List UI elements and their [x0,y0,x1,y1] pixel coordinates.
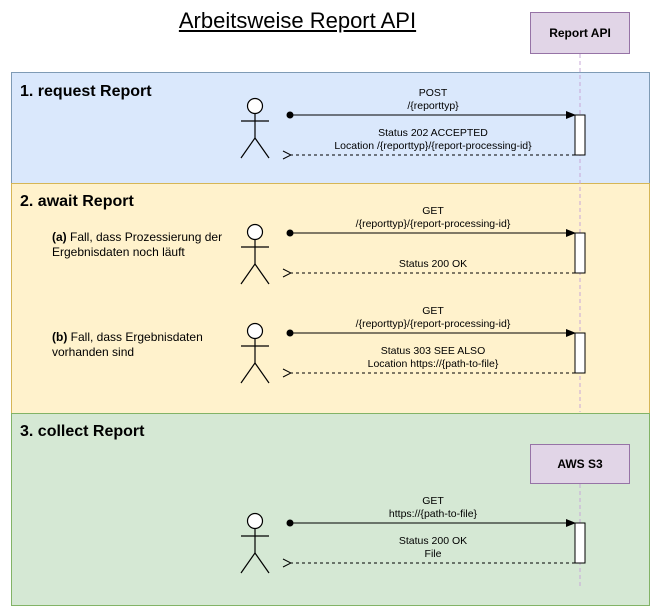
section-title-collect: 3. collect Report [20,423,145,440]
participant-report-api: Report API [530,12,630,54]
message-label-request-3: GET https://{path-to-file} [290,495,576,521]
message-label-request-1: POST /{reporttyp} [290,87,576,113]
actor-icon-4 [240,512,270,574]
response-3-line2: File [424,548,442,560]
note-case-a: (a) Fall, dass Prozessierung der Ergebni… [52,230,222,260]
participant-aws-s3-label: AWS S3 [557,457,603,471]
case-a-text-line2: Ergebnisdaten noch läuft [52,245,185,259]
actor-icon-2 [240,223,270,285]
actor-icon-3 [240,322,270,384]
message-label-request-2b: GET /{reporttyp}/{report-processing-id} [290,305,576,331]
request-arrow-3 [286,329,576,337]
activation-bar-3 [574,332,586,374]
participant-aws-s3: AWS S3 [530,444,630,484]
activation-bar-2 [574,232,586,274]
message-label-response-1: Status 202 ACCEPTED Location /{reporttyp… [290,127,576,153]
note-case-b: (b) Fall, dass Ergebnisdaten vorhanden s… [52,330,203,360]
request-3-line2: https://{path-to-file} [388,508,478,520]
message-label-response-2a: Status 200 OK [290,258,576,271]
response-3-line1: Status 200 OK [398,535,468,547]
request-3-line1: GET [422,495,444,507]
page-title: Arbeitsweise Report API [178,8,417,33]
case-b-text-line1: Fall, dass Ergebnisdaten [67,330,203,344]
section-request-report: 1. request Report [11,72,650,184]
request-arrow-4 [286,519,576,527]
case-b-marker: (b) [52,330,68,344]
message-label-request-2a: GET /{reporttyp}/{report-processing-id} [290,205,576,231]
request-2b-line1: GET [422,305,444,317]
request-2b-line2: /{reporttyp}/{report-processing-id} [355,318,511,330]
response-2a-line1: Status 200 OK [398,258,468,270]
participant-report-api-label: Report API [549,26,611,40]
request-2a-line2: /{reporttyp}/{report-processing-id} [355,218,511,230]
case-b-text-line2: vorhanden sind [52,345,135,359]
response-1-line2: Location /{reporttyp}/{report-processing… [334,140,532,152]
response-1-line1: Status 202 ACCEPTED [378,127,488,139]
message-label-response-3: Status 200 OK File [290,535,576,561]
activation-bar-4 [574,522,586,564]
activation-bar-1 [574,114,586,156]
section-title-request: 1. request Report [20,83,152,100]
request-arrow-1 [286,111,576,119]
request-arrow-2 [286,229,576,237]
request-2a-line1: GET [422,205,444,217]
request-1-line1: POST [418,87,448,99]
response-2b-line2: Location https://{path-to-file} [367,358,499,370]
section-await-report: 2. await Report [11,183,650,414]
message-label-response-2b: Status 303 SEE ALSO Location https://{pa… [290,345,576,371]
actor-icon-1 [240,97,270,159]
response-2b-line1: Status 303 SEE ALSO [380,345,486,357]
case-a-text-line1: Fall, dass Prozessierung der [66,230,223,244]
case-a-marker: (a) [52,230,67,244]
section-title-await: 2. await Report [20,193,134,210]
request-1-line2: /{reporttyp} [407,100,459,112]
